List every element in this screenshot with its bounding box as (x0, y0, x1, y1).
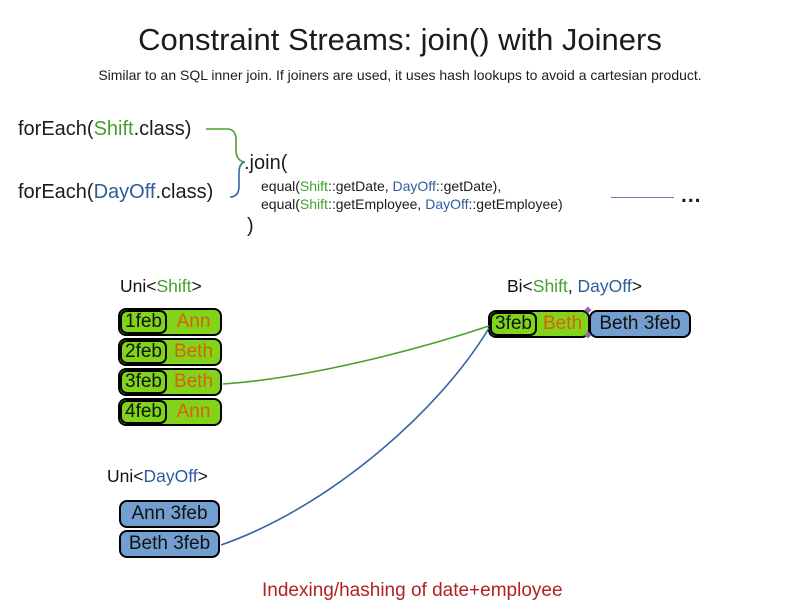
dayoff-row: Beth 3feb (119, 530, 220, 558)
label-text: > (191, 276, 202, 296)
brace-top-green (206, 128, 245, 163)
dayoff-row: Ann 3feb (119, 500, 220, 528)
shift-class-token: Shift (299, 196, 328, 212)
uni-shift-table: 1feb Ann 2feb Beth 3feb Beth 4feb Ann (118, 308, 222, 426)
code-text: .class) (133, 118, 192, 140)
page-subtitle: Similar to an SQL inner join. If joiners… (98, 67, 702, 83)
shift-employee-cell: Ann (176, 311, 211, 332)
label-text: , (567, 276, 578, 296)
bi-result-row: 3feb Beth Beth 3feb (488, 310, 691, 338)
uni-dayoff-label: Uni<DayOff> (107, 466, 208, 487)
shift-class-token: Shift (532, 276, 568, 296)
page-title: Constraint Streams: join() with Joiners (138, 22, 662, 57)
code-join-open: .join( (244, 152, 288, 174)
dayoff-class-token: DayOff (577, 276, 632, 296)
shift-employee-cell: Beth (173, 371, 214, 392)
note-line: Indexing/hashing of date+employee (262, 580, 563, 600)
code-text: .class) (155, 181, 214, 203)
code-joiner-employee: equal(Shift::getEmployee, DayOff::getEmp… (261, 196, 563, 212)
shift-class-token: Shift (299, 178, 328, 194)
shift-row: 3feb Beth (118, 368, 222, 396)
dayoff-class-token: DayOff (93, 181, 156, 203)
code-text: equal( (261, 196, 300, 212)
shift-row: 1feb Ann (118, 308, 222, 336)
uni-dayoff-table: Ann 3feb Beth 3feb (119, 500, 220, 558)
code-text: ::getEmployee) (468, 196, 563, 212)
join-line-dayoff-to-bi (220, 327, 490, 546)
brace-bottom-blue (229, 161, 246, 198)
label-text: Uni< (107, 466, 144, 486)
shift-date-cell: 1feb (120, 310, 167, 334)
shift-class-token: Shift (93, 118, 134, 140)
code-text: ::getDate, (327, 178, 393, 194)
code-text: ::getDate), (435, 178, 502, 194)
shift-employee-cell: Ann (176, 401, 211, 422)
code-foreach-dayoff: forEach(DayOff.class) (18, 181, 213, 204)
dayoff-class-token: DayOff (425, 196, 469, 212)
bi-label: Bi<Shift, DayOff> (507, 276, 642, 297)
code-text: ::getEmployee, (327, 196, 426, 212)
code-foreach-shift: forEach(Shift.class) (18, 118, 191, 141)
label-text: > (197, 466, 208, 486)
bi-dayoff-part: Beth 3feb (589, 310, 691, 338)
dayoff-class-token: DayOff (392, 178, 436, 194)
code-join-close: ) (247, 215, 254, 237)
shift-employee-cell: Beth (542, 313, 583, 334)
shift-date-cell: 2feb (120, 340, 167, 364)
code-text: forEach( (18, 118, 94, 140)
bi-shift-part: 3feb Beth (488, 310, 590, 338)
index-hash-note: Indexing/hashing of date+employee to sca… (262, 531, 577, 600)
dayoff-class-token: DayOff (143, 466, 198, 486)
label-text: Uni< (120, 276, 157, 296)
shift-class-token: Shift (156, 276, 192, 296)
label-text: Bi< (507, 276, 533, 296)
more-joiners-rule (611, 197, 674, 198)
uni-shift-label: Uni<Shift> (120, 276, 202, 297)
code-text: equal( (261, 178, 300, 194)
shift-row: 2feb Beth (118, 338, 222, 366)
label-text: > (631, 276, 642, 296)
more-joiners-ellipsis: ... (681, 184, 702, 207)
shift-employee-cell: Beth (173, 341, 214, 362)
shift-date-cell: 4feb (120, 400, 167, 424)
code-text: forEach( (18, 181, 94, 203)
join-line-shift-to-bi (222, 325, 490, 385)
code-joiner-date: equal(Shift::getDate, DayOff::getDate), (261, 178, 501, 194)
shift-date-cell: 3feb (490, 312, 537, 336)
shift-date-cell: 3feb (120, 370, 167, 394)
shift-row: 4feb Ann (118, 398, 222, 426)
